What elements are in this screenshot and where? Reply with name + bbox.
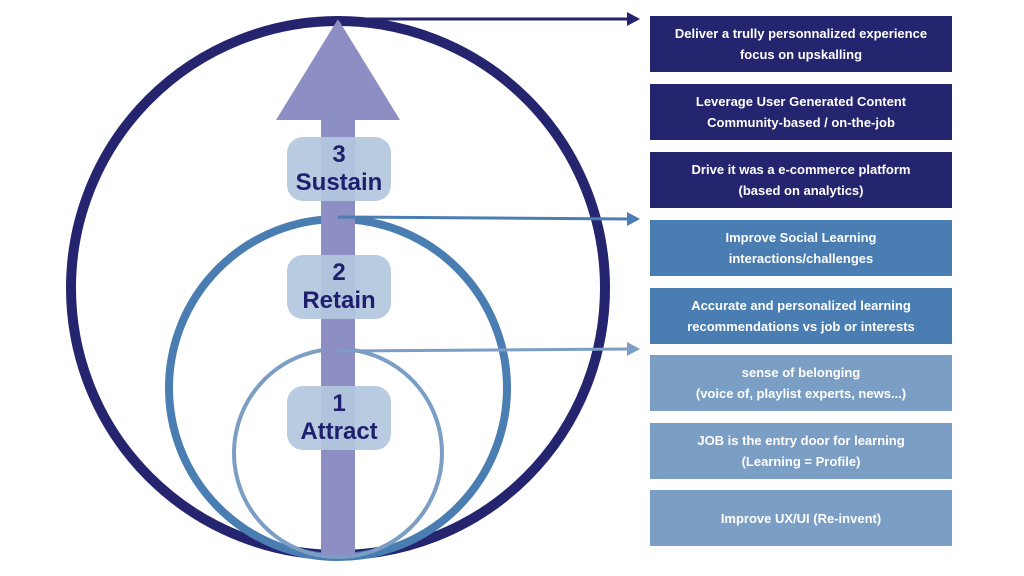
action-line-1: Deliver a trully personnalized experienc… [674,26,928,41]
action-line-2: recommendations vs job or interests [687,319,915,334]
action-line-1: Drive it was a e-commerce platform [691,162,911,177]
stage-number: 3 [332,141,346,168]
retain-connector-arrow [337,212,640,226]
action-line-1: Leverage User Generated Content [695,94,907,109]
growth-arrow-head [276,19,400,120]
action-line-2: (Learning = Profile) [741,454,861,469]
action-line-2: (based on analytics) [738,183,864,198]
action-box-job-entry: JOB is the entry door for learning (Lear… [650,423,952,479]
action-line-1: sense of belonging [741,365,861,380]
action-line-1: JOB is the entry door for learning [697,433,905,448]
action-box-social-learning: Improve Social Learning interactions/cha… [650,220,952,276]
stage-number: 2 [332,259,346,286]
action-box-belonging: sense of belonging (voice of, playlist e… [650,355,952,411]
action-box-ux-ui: Improve UX/UI (Re-invent) [650,490,952,546]
action-line-2: interactions/challenges [728,251,874,266]
action-line-2: focus on upskalling [739,47,863,62]
attract-connector-arrow [337,342,640,356]
sustain-connector-arrow [338,12,640,26]
action-box-upskilling: Deliver a trully personnalized experienc… [650,16,952,72]
action-box-ecommerce: Drive it was a e-commerce platform (base… [650,152,952,208]
action-line-1: Accurate and personalized learning [691,298,911,313]
stage-label: Sustain [295,169,383,196]
stage-attract: 1 Attract [287,386,391,450]
action-box-user-generated-content: Leverage User Generated Content Communit… [650,84,952,140]
stage-label: Attract [300,418,378,445]
stage-retain: 2 Retain [287,255,391,319]
stage-number: 1 [332,390,346,417]
action-line-2: Community-based / on-the-job [707,115,895,130]
action-line-1: Improve UX/UI (Re-invent) [720,510,882,526]
action-line-1: Improve Social Learning [725,230,877,245]
action-line-2: (voice of, playlist experts, news...) [695,386,907,401]
stage-label: Retain [302,287,376,314]
stage-sustain: 3 Sustain [287,137,391,201]
action-box-recommendations: Accurate and personalized learning recom… [650,288,952,344]
